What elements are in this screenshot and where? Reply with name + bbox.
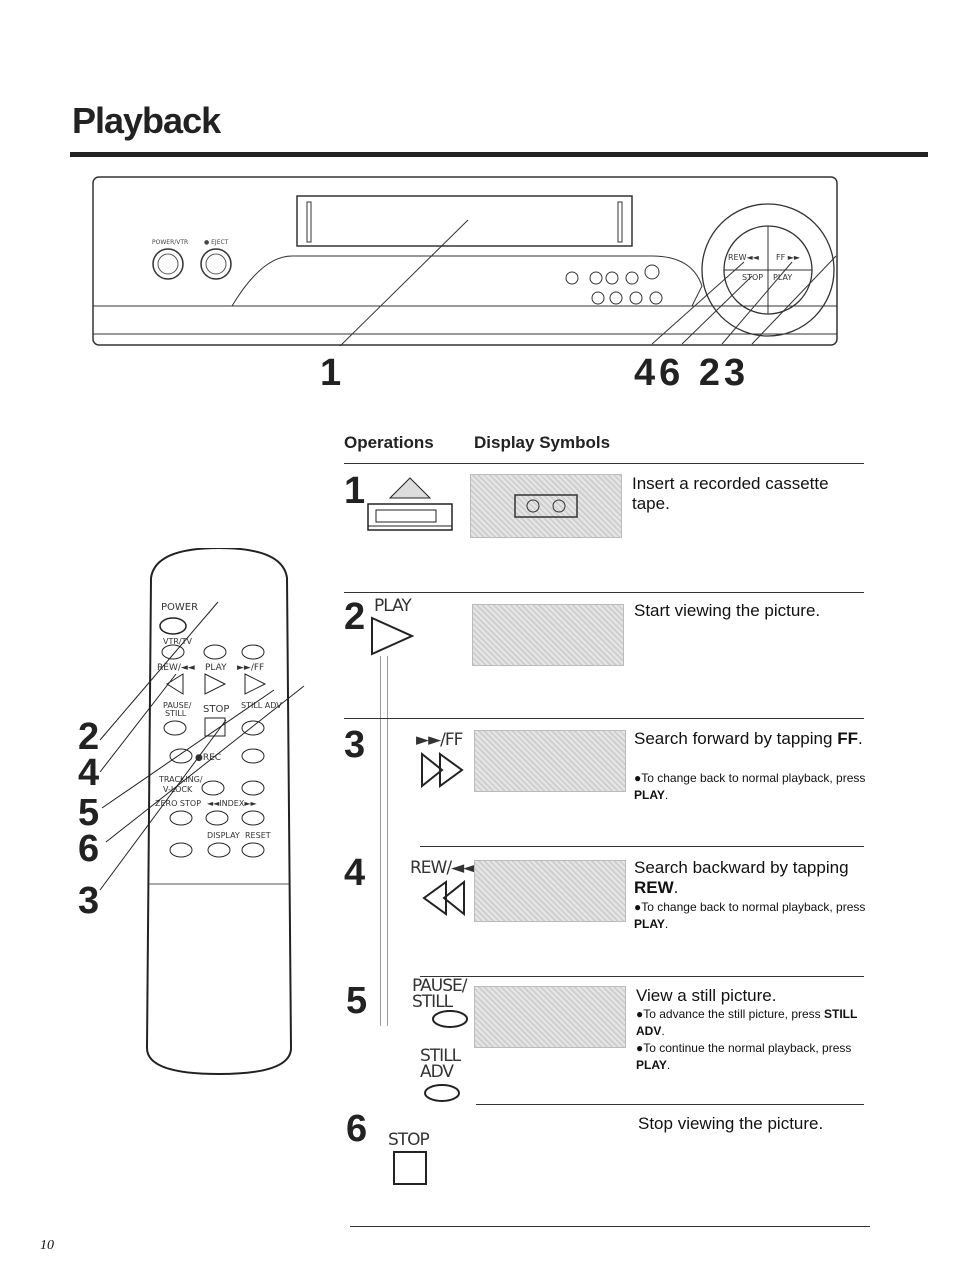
vcr-power-label: POWER/VTR bbox=[152, 239, 188, 246]
header-rule bbox=[344, 463, 864, 464]
step-6-text: Stop viewing the picture. bbox=[638, 1114, 824, 1133]
remote-still-label: STILL bbox=[165, 709, 187, 718]
vcr-play-label: PLAY bbox=[773, 273, 792, 282]
step-3-text-main: Search forward by tapping bbox=[634, 729, 833, 748]
page-number: 10 bbox=[40, 1238, 54, 1253]
step-rule bbox=[476, 1104, 864, 1105]
remote-callout-2: 2 bbox=[78, 716, 100, 758]
callout-vcr-right: 46 23 bbox=[634, 352, 750, 394]
vcr-front-panel: POWER/VTR ● EJECT REW◄◄ FF ►► STOP PLAY bbox=[92, 176, 838, 346]
step-4-note-text: ●To change back to normal playback, pres… bbox=[634, 900, 866, 914]
callout-vcr-left: 1 bbox=[320, 352, 342, 394]
still-adv-button-icon bbox=[424, 1084, 460, 1102]
remote-callout-4: 4 bbox=[78, 752, 100, 794]
step-2-number: 2 bbox=[344, 596, 366, 638]
remote-callout-lines bbox=[99, 601, 305, 891]
step-4-text-main: Search backward by tapping bbox=[634, 858, 849, 877]
step-1-text: Insert a recorded cassette tape. bbox=[632, 474, 829, 513]
remote-index-label: ◄◄INDEX►► bbox=[207, 799, 257, 808]
step-4-key: REW bbox=[634, 878, 674, 897]
step-1-number: 1 bbox=[344, 470, 366, 512]
remote-callout-6: 6 bbox=[78, 828, 100, 870]
step-5-button-label: PAUSE/ STILL bbox=[412, 976, 468, 1012]
footer-rule bbox=[350, 1226, 870, 1227]
remote-display-label: DISPLAY bbox=[207, 831, 240, 840]
step-6-button-label: STOP bbox=[388, 1130, 430, 1150]
step-3-note-key: PLAY bbox=[634, 788, 665, 802]
remote-control: POWER VTR/TV REW/◄◄ PLAY ►►/FF PAUSE/ ST… bbox=[145, 548, 293, 1076]
ff-icon bbox=[421, 752, 464, 788]
pause-still-button-icon bbox=[432, 1010, 468, 1028]
step-4-button-label: REW/◄◄ bbox=[410, 858, 476, 878]
remote-reset-label: RESET bbox=[245, 831, 271, 840]
display-rew-screen bbox=[474, 860, 626, 922]
step-2-text: Start viewing the picture. bbox=[634, 601, 821, 620]
step-4-note-key: PLAY bbox=[634, 917, 665, 931]
remote-ff-label: ►►/FF bbox=[237, 663, 264, 673]
display-play-screen bbox=[472, 604, 624, 666]
remote-power-label: POWER bbox=[161, 602, 198, 613]
step-3-button-label: ►►/FF bbox=[416, 730, 463, 750]
remote-vtrtv-label: VTR/TV bbox=[163, 637, 193, 646]
remote-callout-3: 3 bbox=[78, 880, 100, 922]
vcr-ff-label: FF ►► bbox=[776, 253, 801, 262]
step-5-number: 5 bbox=[346, 980, 368, 1022]
step-5-note-1-key: STILL ADV bbox=[636, 1007, 858, 1038]
remote-rew-label: REW/◄◄ bbox=[157, 663, 195, 673]
step-3-note: ●To change back to normal playback, pres… bbox=[634, 770, 866, 804]
step-5-button2-label: STILL ADV bbox=[420, 1046, 461, 1082]
step-5-note-2-key: PLAY bbox=[636, 1058, 667, 1072]
step-5-note-1-end: . bbox=[661, 1024, 665, 1038]
display-still-screen bbox=[474, 986, 626, 1048]
flow-line bbox=[380, 656, 388, 1026]
step-6-number: 6 bbox=[346, 1108, 368, 1150]
step-5-note-2-end: . bbox=[666, 1058, 671, 1072]
step-rule bbox=[344, 718, 864, 719]
header-operations: Operations bbox=[344, 433, 434, 452]
step-rule bbox=[420, 976, 864, 977]
play-icon bbox=[371, 616, 415, 656]
vcr-rew-label: REW◄◄ bbox=[728, 253, 760, 262]
step-4-text: Search backward by tapping REW. bbox=[634, 858, 849, 897]
step-4-note: ●To change back to normal playback, pres… bbox=[634, 899, 866, 933]
step-rule bbox=[420, 846, 864, 847]
stop-icon bbox=[393, 1151, 427, 1185]
step-5-note-1-text: ●To advance the still picture, press bbox=[636, 1007, 825, 1021]
step-3-text: Search forward by tapping FF. bbox=[634, 729, 863, 748]
step-3-key: FF bbox=[837, 729, 858, 748]
step-3-note-text: ●To change back to normal playback, pres… bbox=[634, 771, 866, 785]
step-rule bbox=[344, 592, 864, 593]
step-4-number: 4 bbox=[344, 852, 366, 894]
display-ff-screen bbox=[474, 730, 626, 792]
cassette-insert-icon bbox=[367, 477, 453, 531]
step-4-note-end: . bbox=[664, 917, 669, 931]
remote-vlock-label: V-LOCK bbox=[163, 785, 193, 794]
remote-pause-label: PAUSE/ bbox=[163, 701, 192, 710]
vcr-eject-label: ● EJECT bbox=[204, 239, 229, 246]
page-title: Playback bbox=[72, 100, 221, 141]
remote-play-label: PLAY bbox=[205, 663, 227, 673]
step-5-note-2-text: ●To continue the normal playback, press bbox=[636, 1041, 852, 1055]
step-3-note-end: . bbox=[664, 788, 669, 802]
rew-icon bbox=[422, 880, 465, 916]
remote-stop-label: STOP bbox=[203, 704, 229, 715]
remote-callout-5: 5 bbox=[78, 792, 100, 834]
title-rule bbox=[70, 152, 928, 157]
step-5-note-2: ●To continue the normal playback, press … bbox=[636, 1040, 862, 1074]
step-5-note-1: ●To advance the still picture, press STI… bbox=[636, 1006, 862, 1040]
display-tape-symbol bbox=[470, 474, 622, 538]
step-5-text: View a still picture. bbox=[636, 986, 777, 1005]
step-2-button-label: PLAY bbox=[374, 596, 412, 616]
step-3-number: 3 bbox=[344, 724, 366, 766]
remote-zerostop-label: ZERO STOP bbox=[155, 799, 201, 808]
remote-rec-label: ●REC bbox=[195, 753, 221, 763]
header-display-symbols: Display Symbols bbox=[474, 433, 611, 452]
remote-tracking-label: TRACKING/ bbox=[158, 775, 203, 784]
remote-stilladv-label: STILL ADV bbox=[241, 701, 282, 710]
vcr-stop-label: STOP bbox=[742, 273, 763, 282]
